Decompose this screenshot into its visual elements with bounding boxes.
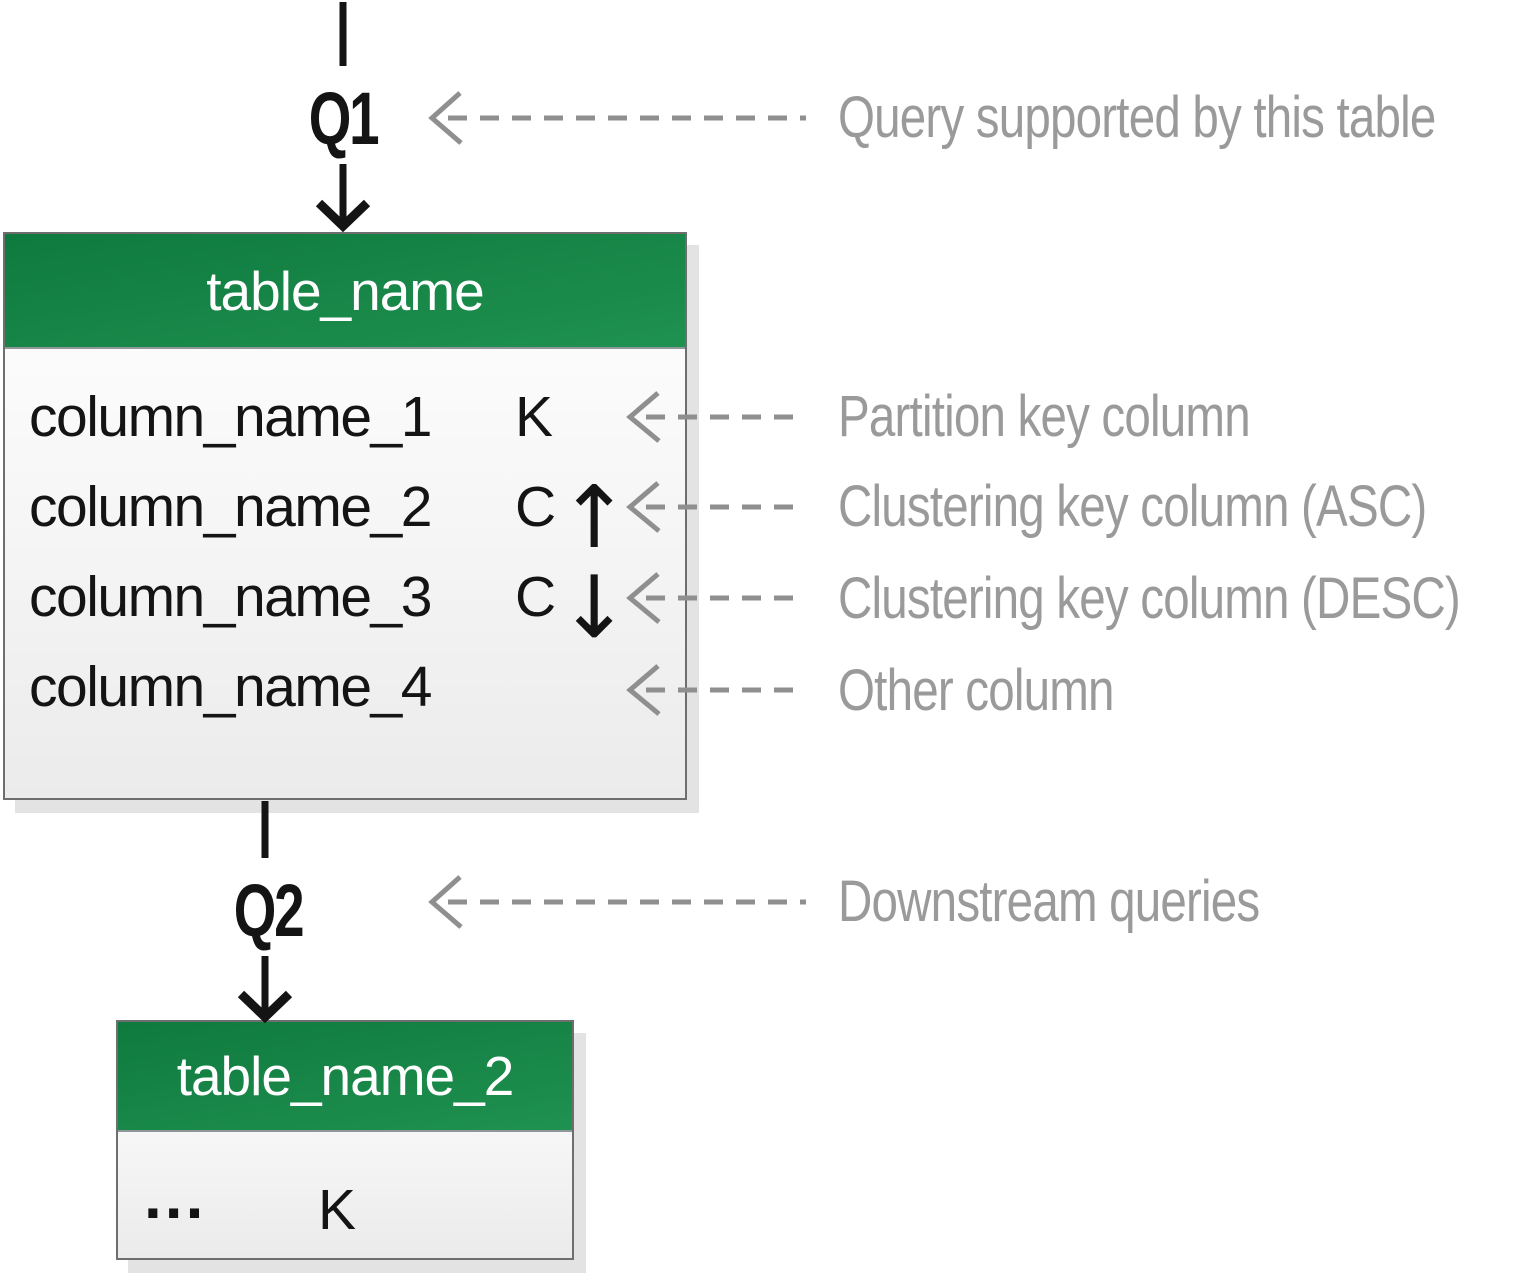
table-body: column_name_1 K column_name_2 C ↑ column… [5,349,685,732]
table-row: column_name_2 C ↑ [5,462,685,561]
table-row: column_name_4 [5,642,685,732]
annotation-downstream-queries: Downstream queries [838,869,1260,934]
table-title: table_name [206,259,484,322]
table-body: ... K [118,1157,572,1262]
query-label-q1: Q1 [308,77,380,160]
partition-key-badge: K [318,1177,356,1243]
table-header: table_name [5,234,685,349]
partition-key-badge: K [515,384,553,450]
annotation-arrow-query [428,91,806,145]
q2-flow-arrow [237,956,293,1024]
table-row: column_name_3 C ↓ [5,552,685,651]
column-name: column_name_1 [29,385,432,449]
table-title: table_name_2 [176,1045,515,1107]
annotation-query-supported: Query supported by this table [838,85,1436,150]
table-row: column_name_1 K [5,372,685,462]
annotation-clustering-desc: Clustering key column (DESC) [838,566,1461,631]
column-name: column_name_2 [29,475,432,539]
ellipsis-columns: ... [144,1159,207,1232]
table-entity-table-name: table_name column_name_1 K column_name_2… [3,232,687,800]
column-name: column_name_4 [29,655,432,719]
key-symbol: C [515,565,556,629]
table-entity-table-name-2: table_name_2 ... K [116,1020,574,1260]
annotation-partition-key: Partition key column [838,384,1251,449]
descending-arrow-icon: ↓ [558,558,631,658]
key-symbol: C [515,475,556,539]
annotation-other-column: Other column [838,658,1114,723]
key-symbol: K [515,385,553,449]
column-name: column_name_3 [29,565,432,629]
key-symbol: K [318,1177,356,1242]
table-header: table_name_2 [118,1022,572,1132]
query-label-q2: Q2 [233,869,305,952]
annotation-arrow-downstream [428,875,806,929]
annotation-clustering-asc: Clustering key column (ASC) [838,474,1427,539]
q1-flow-arrow [315,164,371,233]
clustering-key-desc-badge: C ↓ [515,564,630,651]
table-row: ... K [118,1157,572,1262]
ascending-arrow-icon: ↑ [558,468,631,568]
clustering-key-asc-badge: C ↑ [515,474,630,561]
